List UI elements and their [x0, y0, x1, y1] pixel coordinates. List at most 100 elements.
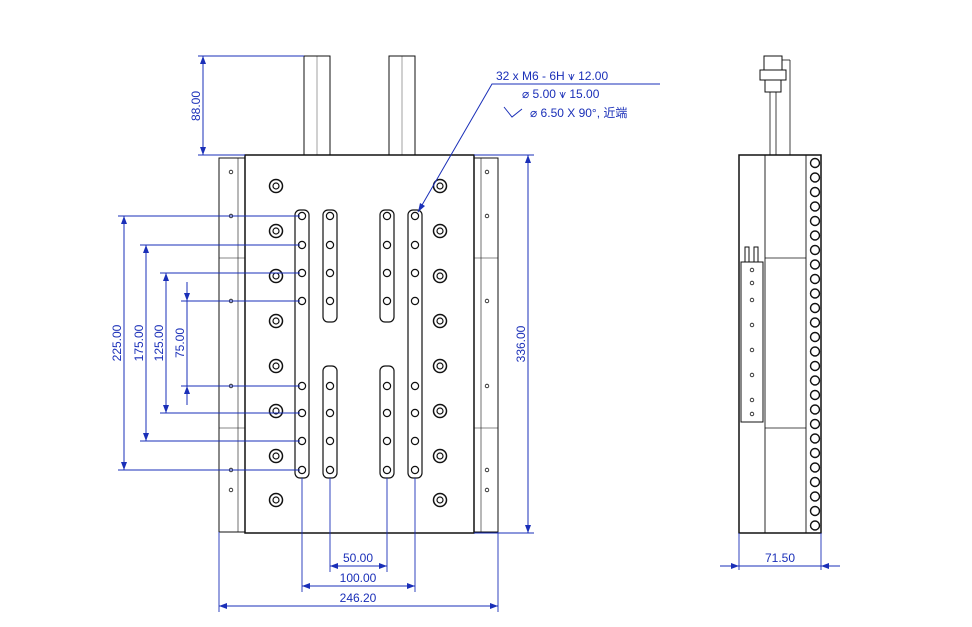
side-hole: [809, 172, 821, 183]
tapped-hole: [410, 211, 420, 221]
side-hole: [809, 505, 821, 517]
dim-75: 75.00: [173, 328, 187, 358]
shaft-top: [763, 55, 783, 71]
counterbore-hole: [432, 313, 448, 329]
counterbore-hole-inner: [436, 452, 444, 460]
counterbore-hole: [432, 358, 448, 374]
carriage-hole: [749, 322, 755, 328]
side-hole: [809, 259, 821, 270]
tapped-hole: [382, 381, 392, 391]
counterbore-hole: [268, 313, 284, 329]
tapped-hole: [410, 296, 420, 306]
tapped-hole: [382, 408, 392, 418]
counterbore-hole-inner: [272, 182, 280, 190]
carriage-hole: [749, 411, 755, 417]
callout-line-1: 32 x M6 - 6H ⩛ 12.00: [496, 69, 608, 83]
side-hole: [809, 447, 821, 459]
side-hole: [809, 375, 821, 386]
counterbore-hole-inner: [272, 407, 280, 415]
dim-336: 336.00: [514, 325, 528, 362]
side-hole: [809, 288, 821, 299]
counterbore-hole: [268, 358, 284, 374]
side-hole: [809, 462, 821, 473]
tapped-hole: [382, 240, 392, 250]
counterbore-hole-inner: [436, 362, 444, 370]
tapped-hole: [382, 211, 392, 221]
counterbore-hole-inner: [436, 182, 444, 190]
side-hole: [809, 317, 821, 328]
rail-hole: [484, 298, 490, 304]
tapped-hole: [410, 465, 420, 475]
callout-line-2: ⌀ 5.00 ⩛ 15.00: [522, 87, 600, 101]
side-hole: [809, 360, 821, 372]
tapped-hole: [325, 381, 335, 391]
tapped-hole: [382, 436, 392, 446]
counterbore-hole-inner: [272, 452, 280, 460]
side-hole: [809, 389, 821, 401]
side-hole: [809, 476, 821, 488]
slot: [322, 209, 338, 323]
tapped-hole: [410, 381, 420, 391]
tapped-hole: [382, 296, 392, 306]
side-hole: [809, 520, 821, 531]
side-hole: [809, 331, 821, 343]
dim-225: 225.00: [110, 324, 124, 361]
counterbore-hole-inner: [272, 317, 280, 325]
counterbore-hole: [268, 492, 284, 508]
rail-hole: [484, 213, 490, 219]
side-hole: [809, 273, 821, 285]
counterbore-hole: [268, 448, 284, 464]
tapped-hole: [410, 436, 420, 446]
counterbore-hole-inner: [272, 362, 280, 370]
counterbore-hole-inner: [436, 272, 444, 280]
side-hole: [809, 244, 821, 256]
tapped-hole: [382, 465, 392, 475]
counterbore-hole: [432, 223, 448, 239]
side-hole: [809, 404, 821, 415]
counterbore-hole: [432, 448, 448, 464]
carriage-hole: [749, 372, 755, 378]
rail-holes: [228, 169, 490, 493]
rail-hole: [484, 169, 490, 175]
dim-125: 125.00: [152, 324, 166, 361]
side-hole: [809, 230, 821, 241]
dim-71-5: 71.50: [765, 551, 795, 565]
counterbore-hole: [432, 492, 448, 508]
tapped-hole: [410, 408, 420, 418]
slot: [379, 209, 395, 323]
rail-hole: [484, 487, 490, 493]
side-hole: [809, 418, 821, 430]
counterbore-hole: [268, 223, 284, 239]
carriage-hole: [749, 397, 755, 403]
side-view: 71.50: [720, 55, 840, 570]
counterbore-hole: [268, 178, 284, 194]
dim-100: 100.00: [340, 571, 377, 585]
side-hole: [809, 186, 821, 198]
counterbore-hole-inner: [436, 317, 444, 325]
rail-hole: [484, 383, 490, 389]
carriage-holes: [749, 267, 755, 417]
tapped-hole: [325, 268, 335, 278]
counterbore-hole-inner: [272, 496, 280, 504]
tapped-hole: [325, 211, 335, 221]
right-rail: [473, 157, 499, 533]
tapped-hole: [410, 240, 420, 250]
main-plate: [244, 154, 475, 534]
counterbore-hole: [268, 403, 284, 419]
tapped-hole: [382, 268, 392, 278]
tapped-hole: [325, 408, 335, 418]
dim-246: 246.20: [340, 591, 377, 605]
carriage-hole: [749, 267, 755, 273]
counterbore-hole-inner: [436, 496, 444, 504]
tapped-hole: [325, 465, 335, 475]
counterbore-hole: [432, 268, 448, 284]
rail-hole: [228, 487, 234, 493]
counterbore-hole-inner: [436, 227, 444, 235]
front-view: [218, 55, 499, 534]
tapped-hole: [410, 268, 420, 278]
tapped-hole: [325, 240, 335, 250]
tapped-hole: [325, 436, 335, 446]
carriage: [740, 261, 764, 423]
callout-line-3: ⌀ 6.50 X 90°, 近端: [530, 106, 627, 120]
